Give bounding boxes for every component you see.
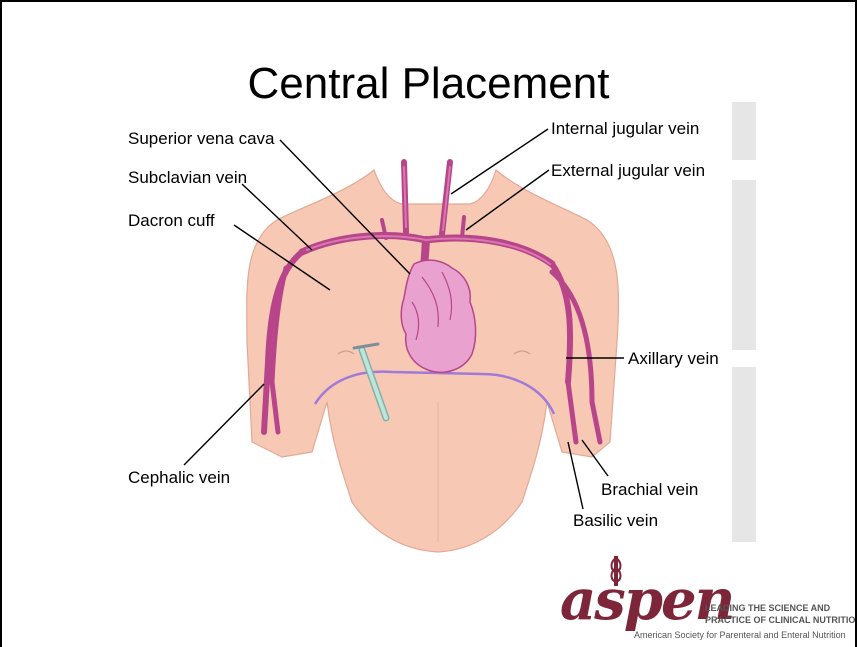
label-external-jugular-vein: External jugular vein: [551, 161, 705, 181]
label-cephalic-vein: Cephalic vein: [128, 468, 230, 488]
side-bar-middle: [732, 180, 756, 350]
label-internal-jugular-vein: Internal jugular vein: [551, 119, 699, 139]
logo-tagline-line2: PRACTICE OF CLINICAL NUTRITION: [705, 615, 857, 626]
label-brachial-vein: Brachial vein: [601, 480, 698, 500]
logo-organization-name: American Society for Parenteral and Ente…: [634, 630, 846, 640]
side-bar-bottom: [732, 367, 756, 542]
label-superior-vena-cava: Superior vena cava: [128, 129, 274, 149]
side-bar-top: [732, 102, 756, 160]
label-subclavian-vein: Subclavian vein: [128, 168, 247, 188]
label-basilic-vein: Basilic vein: [573, 511, 658, 531]
label-dacron-cuff: Dacron cuff: [128, 211, 215, 231]
label-axillary-vein: Axillary vein: [628, 349, 719, 369]
logo-tagline-line1: LEADING THE SCIENCE AND: [705, 603, 830, 614]
